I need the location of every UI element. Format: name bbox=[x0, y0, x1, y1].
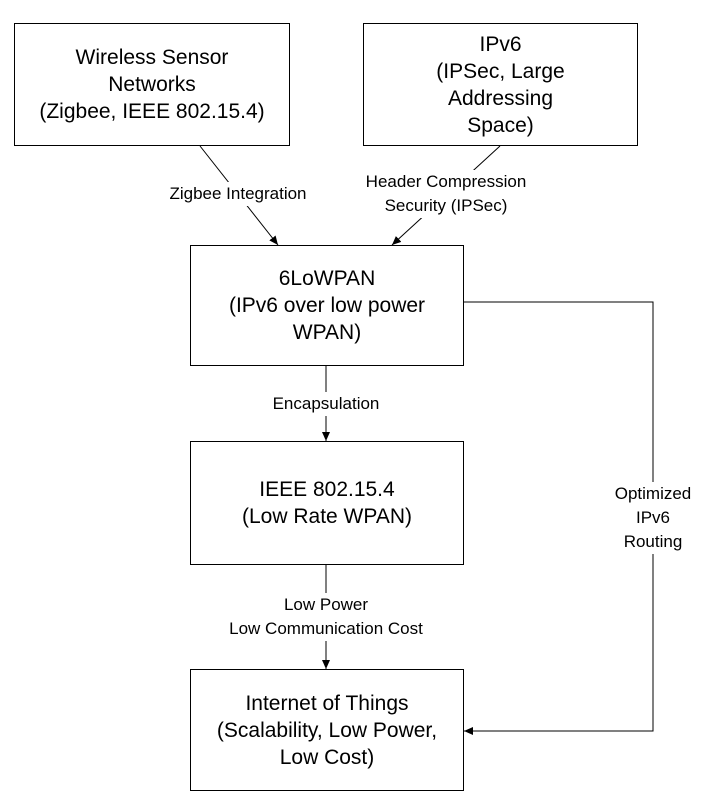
edge-label-header-compression: Header Compression Security (IPSec) bbox=[365, 170, 527, 218]
edge-label-encapsulation: Encapsulation bbox=[272, 392, 380, 416]
edge-label-low-power: Low Power Low Communication Cost bbox=[229, 593, 423, 641]
node-internet-of-things-text: Internet of Things (Scalability, Low Pow… bbox=[216, 691, 438, 769]
node-ieee-802-15-4-text: IEEE 802.15.4 (Low Rate WPAN) bbox=[242, 478, 412, 528]
node-wireless-sensor-networks: Wireless Sensor Networks (Zigbee, IEEE 8… bbox=[14, 23, 290, 146]
edge-label-zigbee-integration: Zigbee Integration bbox=[169, 182, 307, 206]
node-ipv6: IPv6 (IPSec, Large Addressing Space) bbox=[363, 23, 638, 146]
node-internet-of-things: Internet of Things (Scalability, Low Pow… bbox=[190, 669, 464, 791]
node-ipv6-text: IPv6 (IPSec, Large Addressing Space) bbox=[436, 32, 565, 137]
node-6lowpan-text: 6LoWPAN (IPv6 over low power WPAN) bbox=[228, 267, 426, 344]
node-ieee-802-15-4: IEEE 802.15.4 (Low Rate WPAN) bbox=[190, 441, 464, 565]
node-wireless-sensor-networks-text: Wireless Sensor Networks (Zigbee, IEEE 8… bbox=[39, 46, 265, 123]
edge-label-optimized-routing: Optimized IPv6 Routing bbox=[614, 482, 692, 554]
node-6lowpan: 6LoWPAN (IPv6 over low power WPAN) bbox=[190, 245, 464, 366]
